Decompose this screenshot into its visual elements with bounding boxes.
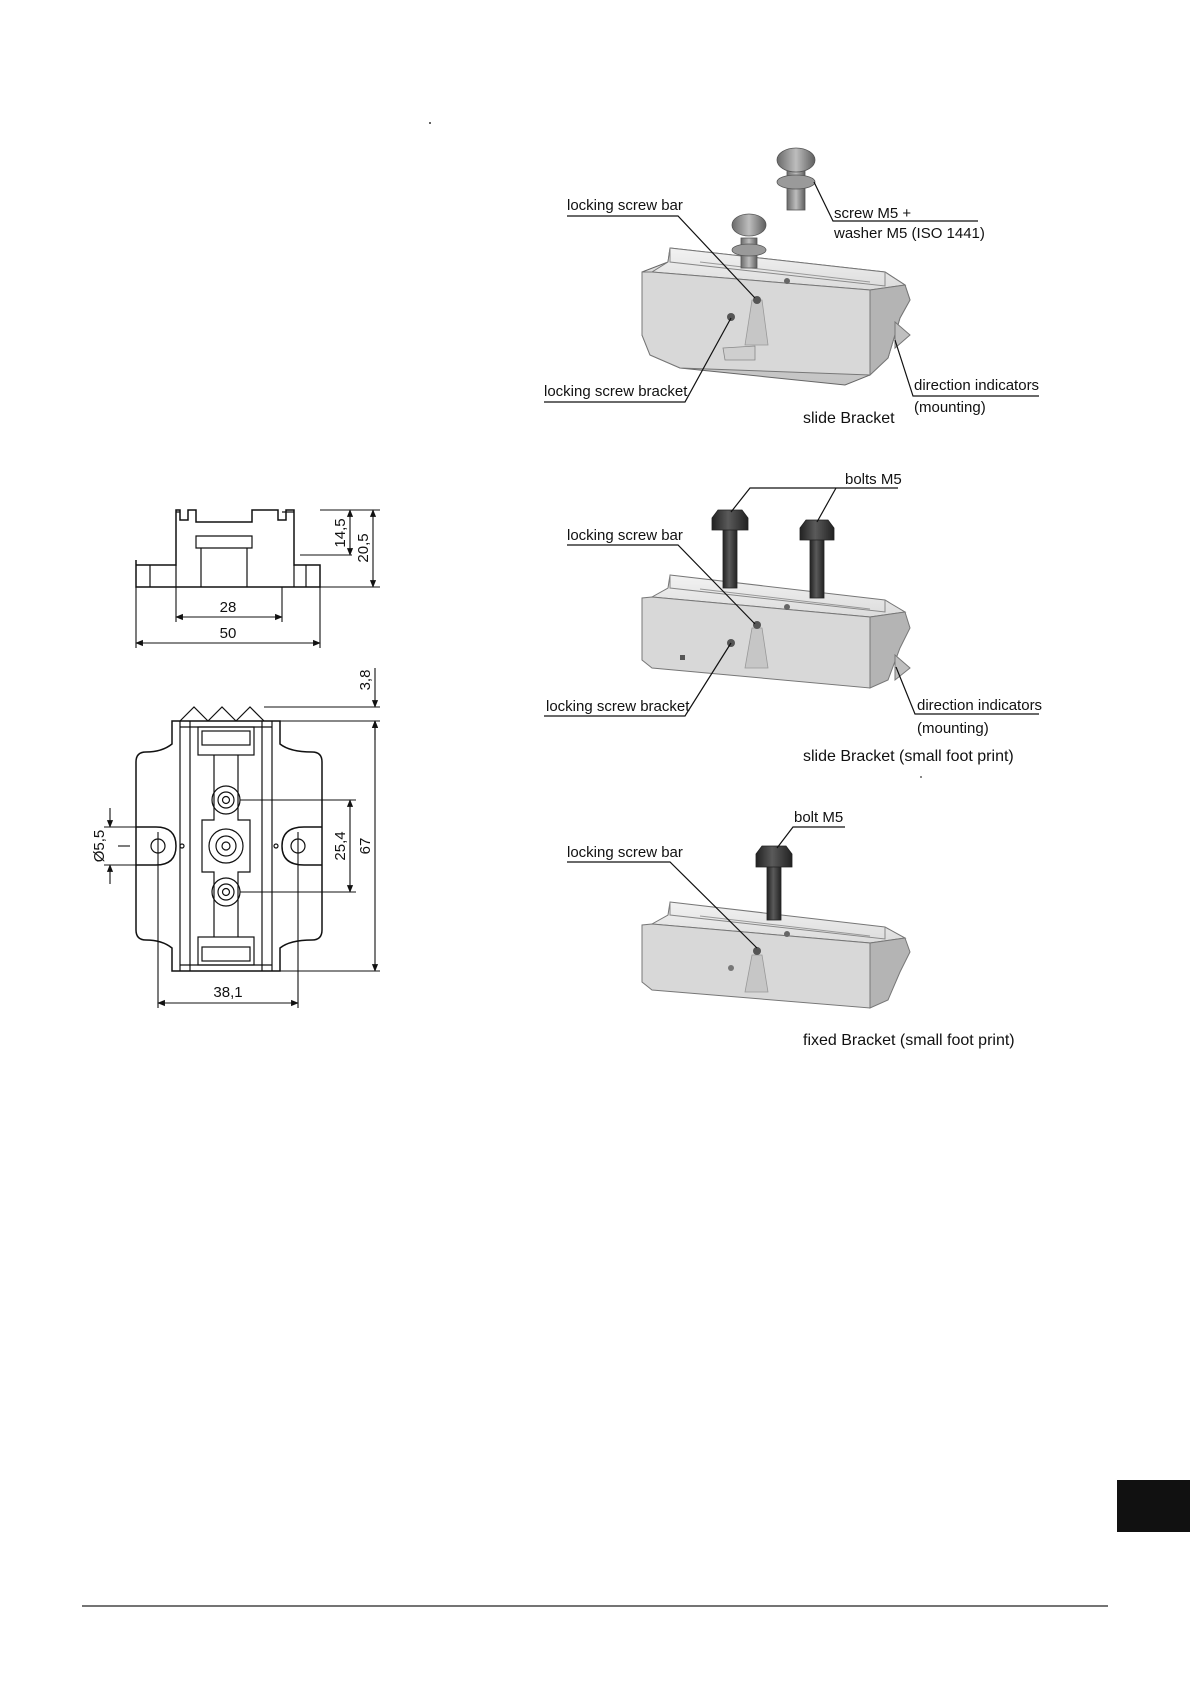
slide-bracket-illustration: locking screw bar screw M5 + washer M5 (… [544,147,1039,427]
locking-screw-installed [731,213,767,269]
dim-diameter-5-5: Ø5,5 [91,830,108,863]
caption-slide-bracket-small: slide Bracket (small foot print) [803,748,1014,765]
label-locking-screw-bar-2: locking screw bar [567,527,683,544]
bolt-m5-left [711,509,749,589]
dim-50: 50 [220,625,237,642]
label-direction-indicators-2: direction indicators [917,697,1042,714]
dim-3-8: 3,8 [357,670,374,691]
dim-14-5: 14,5 [332,518,349,547]
label-mounting-1: (mounting) [914,399,986,416]
label-screw-m5-washer-line2: washer M5 (ISO 1441) [833,225,985,242]
dim-25-4: 25,4 [332,831,349,860]
side-view-outline [135,509,321,588]
stray-mark [429,122,431,124]
page-edge-tab [1117,1480,1190,1532]
left-mounting-lug [136,826,177,866]
screw-washer-m5 [776,147,816,211]
label-locking-screw-bar-1: locking screw bar [567,197,683,214]
top-view-outline [135,720,323,972]
label-locking-screw-bracket-1: locking screw bracket [544,383,688,400]
caption-slide-bracket: slide Bracket [803,410,895,427]
bolt-m5-fixed [755,845,793,921]
dim-28: 28 [220,599,237,616]
right-mounting-lug [281,826,322,866]
label-bolts-m5: bolts M5 [845,471,902,488]
dim-20-5: 20,5 [355,533,372,562]
direction-indicator-marks [179,706,265,722]
screw-hole-bottom [211,877,241,907]
caption-fixed-bracket-small: fixed Bracket (small foot print) [803,1032,1015,1049]
label-direction-indicators-1: direction indicators [914,377,1039,394]
label-bolt-m5: bolt M5 [794,809,843,826]
label-mounting-2: (mounting) [917,720,989,737]
top-view-drawing: Ø5,5 25,4 67 3,8 38,1 [91,668,380,1008]
dim-38-1: 38,1 [213,984,242,1001]
label-locking-screw-bar-3: locking screw bar [567,844,683,861]
screw-hole-top [211,785,241,815]
slide-bracket-small-illustration: bolts M5 locking screw bar locking screw… [544,471,1042,778]
fixed-bracket-small-illustration: bolt M5 locking screw bar fixed Bracket … [567,809,1015,1049]
screw-hole-center [208,828,244,864]
side-view-drawing: 14,5 20,5 28 50 [135,509,380,648]
bolt-m5-right [799,519,835,599]
dim-67: 67 [357,838,374,855]
label-screw-m5-washer-line1: screw M5 + [834,205,911,222]
label-locking-screw-bracket-2: locking screw bracket [546,698,690,715]
